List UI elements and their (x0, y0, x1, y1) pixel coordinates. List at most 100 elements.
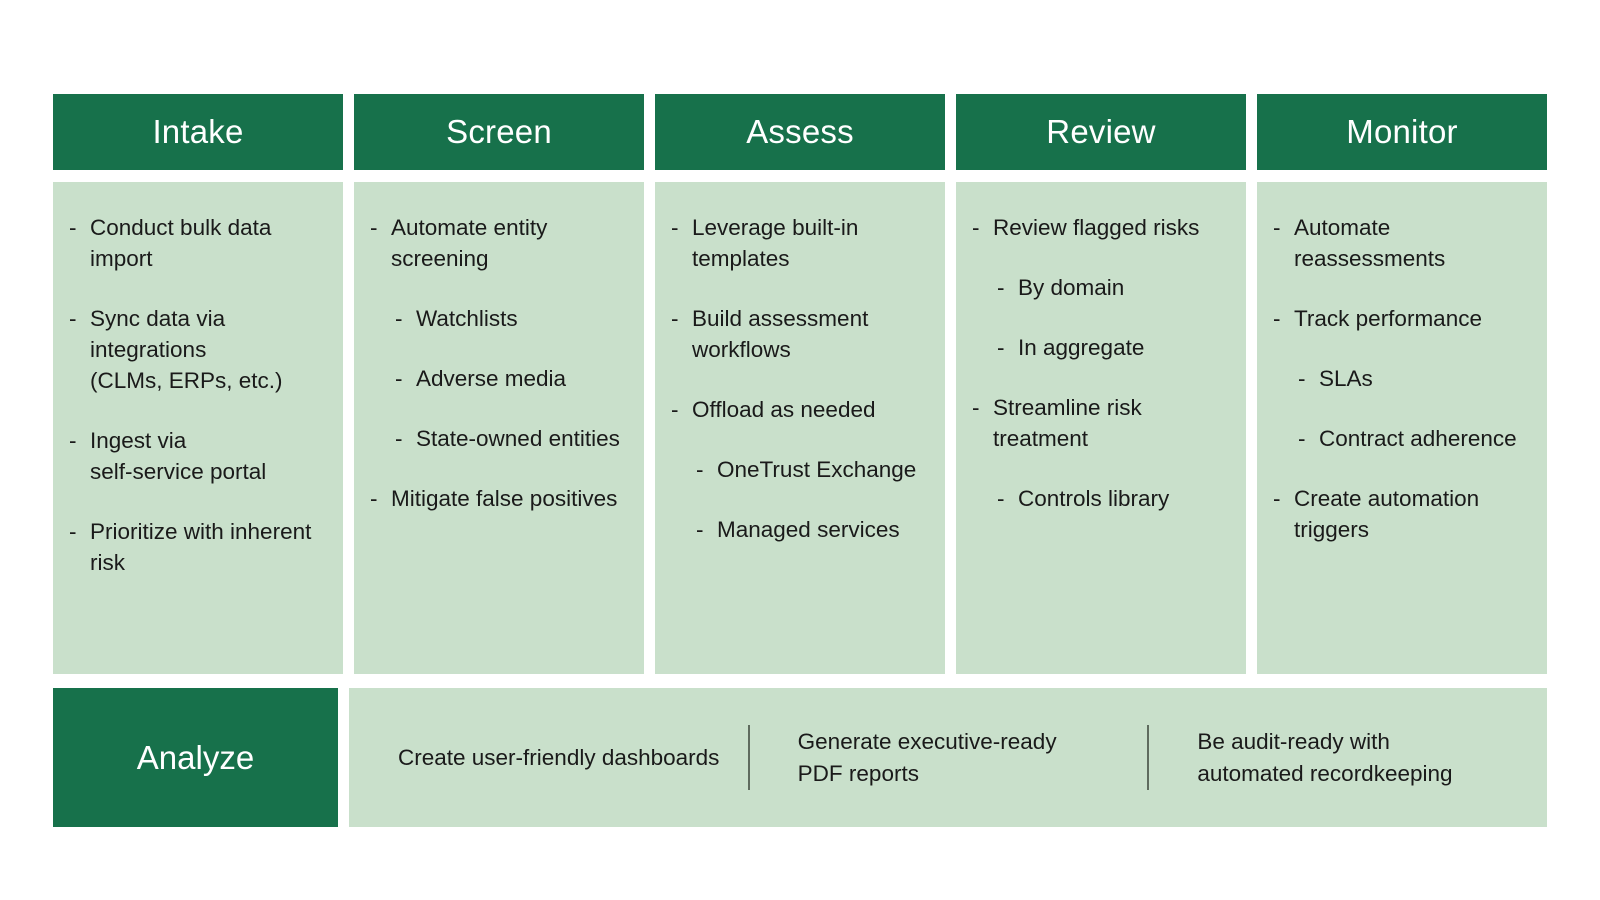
stage-column-review: Review-Review flagged risks-By domain-In… (956, 94, 1246, 674)
list-item-label: State-owned entities (416, 426, 620, 451)
stage-header-intake: Intake (53, 94, 343, 170)
list-item-label: Ingest via self-service portal (90, 428, 267, 484)
list-item-label: SLAs (1319, 366, 1373, 391)
list-item-label: Adverse media (416, 366, 567, 391)
stage-item-list: -Automate entity screening-Watchlists-Ad… (370, 212, 628, 514)
list-item-label: Automate entity screening (391, 215, 548, 271)
stage-body-review: -Review flagged risks-By domain-In aggre… (956, 182, 1246, 674)
list-item: -In aggregate (972, 332, 1230, 363)
bullet-dash-icon: - (997, 486, 1005, 511)
list-item-label: Track performance (1294, 306, 1482, 331)
stage-body-monitor: -Automate reassessments-Track performanc… (1257, 182, 1547, 674)
list-item-label: By domain (1018, 275, 1125, 300)
analyze-cell: Generate executive-ready PDF reports (747, 688, 1148, 827)
list-item: -Build assessment workflows (671, 303, 929, 365)
stage-item-list: -Conduct bulk data import-Sync data via … (69, 212, 327, 578)
list-item: -Track performance (1273, 303, 1531, 334)
list-item: -Ingest via self-service portal (69, 425, 327, 487)
list-item-label: Sync data via integrations (CLMs, ERPs, … (90, 306, 283, 393)
analyze-panel: Create user-friendly dashboards Generate … (349, 688, 1547, 827)
stage-column-monitor: Monitor-Automate reassessments-Track per… (1257, 94, 1547, 674)
list-item: -Review flagged risks (972, 212, 1230, 243)
stage-body-intake: -Conduct bulk data import-Sync data via … (53, 182, 343, 674)
list-item: -Adverse media (370, 363, 628, 394)
bullet-dash-icon: - (671, 215, 679, 240)
stage-header-assess: Assess (655, 94, 945, 170)
bullet-dash-icon: - (69, 215, 77, 240)
bullet-dash-icon: - (972, 395, 980, 420)
list-item-label: Managed services (717, 517, 900, 542)
list-item-label: Controls library (1018, 486, 1170, 511)
analyze-row: Analyze Create user-friendly dashboards G… (53, 688, 1547, 827)
list-item: -Leverage built-in templates (671, 212, 929, 274)
stage-header-monitor: Monitor (1257, 94, 1547, 170)
stage-header-review: Review (956, 94, 1246, 170)
list-item-label: In aggregate (1018, 335, 1145, 360)
list-item: -Automate entity screening (370, 212, 628, 274)
list-item-label: Prioritize with inherent risk (90, 519, 312, 575)
analyze-label: Analyze (53, 688, 338, 827)
list-item: -Contract adherence (1273, 423, 1531, 454)
list-item-label: Contract adherence (1319, 426, 1517, 451)
bullet-dash-icon: - (997, 335, 1005, 360)
bullet-dash-icon: - (69, 428, 77, 453)
stage-columns: Intake-Conduct bulk data import-Sync dat… (53, 94, 1547, 674)
list-item: -Conduct bulk data import (69, 212, 327, 274)
list-item: -State-owned entities (370, 423, 628, 454)
bullet-dash-icon: - (69, 306, 77, 331)
stage-item-list: -Review flagged risks-By domain-In aggre… (972, 212, 1230, 514)
bullet-dash-icon: - (671, 397, 679, 422)
list-item: -Create automation triggers (1273, 483, 1531, 545)
stage-column-screen: Screen-Automate entity screening-Watchli… (354, 94, 644, 674)
bullet-dash-icon: - (1273, 486, 1281, 511)
bullet-dash-icon: - (671, 306, 679, 331)
bullet-dash-icon: - (370, 215, 378, 240)
list-item-label: Automate reassessments (1294, 215, 1446, 271)
list-item-label: Leverage built-in templates (692, 215, 859, 271)
list-item: -Managed services (671, 514, 929, 545)
analyze-cell: Be audit-ready with automated recordkeep… (1147, 688, 1547, 827)
list-item-label: Build assessment workflows (692, 306, 869, 362)
bullet-dash-icon: - (972, 215, 980, 240)
list-item: -SLAs (1273, 363, 1531, 394)
list-item: -Mitigate false positives (370, 483, 628, 514)
bullet-dash-icon: - (696, 457, 704, 482)
bullet-dash-icon: - (696, 517, 704, 542)
list-item: -Controls library (972, 483, 1230, 514)
list-item-label: Streamline risk treatment (993, 395, 1142, 451)
list-item: -Watchlists (370, 303, 628, 334)
list-item: -Streamline risk treatment (972, 392, 1230, 454)
bullet-dash-icon: - (1298, 426, 1306, 451)
list-item-label: Watchlists (416, 306, 518, 331)
bullet-dash-icon: - (1273, 215, 1281, 240)
bullet-dash-icon: - (395, 426, 403, 451)
bullet-dash-icon: - (370, 486, 378, 511)
stage-item-list: -Leverage built-in templates-Build asses… (671, 212, 929, 545)
list-item-label: Conduct bulk data import (90, 215, 272, 271)
analyze-cell: Create user-friendly dashboards (398, 744, 720, 770)
list-item-label: Review flagged risks (993, 215, 1200, 240)
stage-column-intake: Intake-Conduct bulk data import-Sync dat… (53, 94, 343, 674)
stage-body-assess: -Leverage built-in templates-Build asses… (655, 182, 945, 674)
list-item-label: OneTrust Exchange (717, 457, 917, 482)
bullet-dash-icon: - (997, 275, 1005, 300)
stage-item-list: -Automate reassessments-Track performanc… (1273, 212, 1531, 545)
list-item: -Offload as needed (671, 394, 929, 425)
list-item-label: Create automation triggers (1294, 486, 1480, 542)
list-item: -Automate reassessments (1273, 212, 1531, 274)
list-item: -OneTrust Exchange (671, 454, 929, 485)
process-board: Intake-Conduct bulk data import-Sync dat… (53, 94, 1547, 827)
list-item: -Prioritize with inherent risk (69, 516, 327, 578)
bullet-dash-icon: - (69, 519, 77, 544)
stage-column-assess: Assess-Leverage built-in templates-Build… (655, 94, 945, 674)
stage-body-screen: -Automate entity screening-Watchlists-Ad… (354, 182, 644, 674)
bullet-dash-icon: - (1273, 306, 1281, 331)
bullet-dash-icon: - (1298, 366, 1306, 391)
bullet-dash-icon: - (395, 366, 403, 391)
list-item: -Sync data via integrations (CLMs, ERPs,… (69, 303, 327, 396)
bullet-dash-icon: - (395, 306, 403, 331)
stage-header-screen: Screen (354, 94, 644, 170)
list-item-label: Offload as needed (692, 397, 876, 422)
list-item: -By domain (972, 272, 1230, 303)
